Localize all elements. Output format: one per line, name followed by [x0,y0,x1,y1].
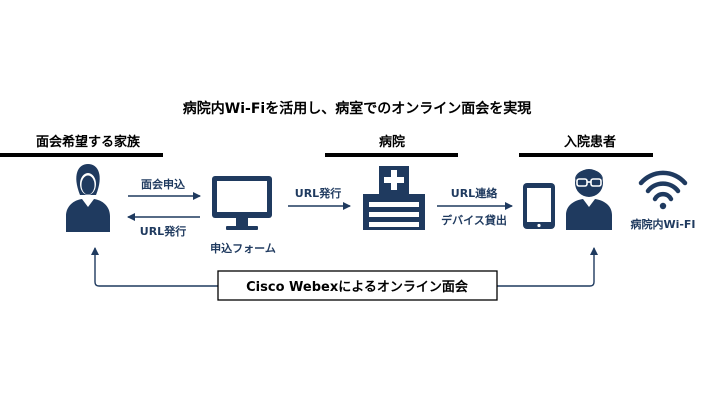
bottom-box [217,270,498,301]
arrow-label-url-issue: URL発行 [295,186,341,200]
arrow-label-device-lending: デバイス貸出 [441,213,507,227]
group-label-family: 面会希望する家族 [36,134,141,150]
patient-with-glasses-icon [566,169,612,230]
node-label-wifi: 病院内Wi-FI [630,217,695,231]
arrow-label-request: 面会申込 [141,177,185,191]
person-icon [66,164,110,232]
group-underline-patient [519,153,653,157]
group-underline-family [0,153,163,157]
wifi-icon [638,170,688,210]
hospital-icon [363,166,425,230]
group-label-patient: 入院患者 [564,134,616,150]
tablet-icon [523,183,555,229]
arrow-label-url-contact: URL連絡 [451,186,498,200]
node-label-form: 申込フォーム [210,241,276,255]
group-label-hospital: 病院 [379,134,405,150]
connector-left [91,247,218,287]
group-underline-hospital [325,153,458,157]
connector-right [497,247,598,287]
arrow-label-url-issue-to-family: URL発行 [140,224,186,238]
bottom-box-label: Cisco Webexによるオンライン面会 [246,279,469,295]
monitor-icon [212,176,272,230]
diagram-title: 病院内Wi-Fiを活用し、病室でのオンライン面会を実現 [183,100,531,117]
